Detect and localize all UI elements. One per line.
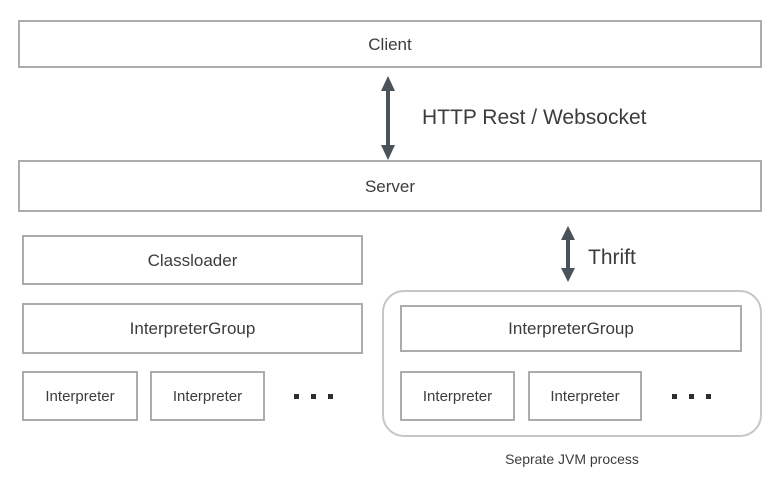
left-interpreter-box-1: Interpreter — [22, 371, 138, 421]
right-interpreter-box-2: Interpreter — [528, 371, 642, 421]
thrift-connector-label: Thrift — [588, 246, 636, 269]
right-interpreter-group-box: InterpreterGroup — [400, 305, 742, 352]
http-connector-label: HTTP Rest / Websocket — [422, 106, 647, 129]
server-label: Server — [364, 176, 416, 196]
classloader-box: Classloader — [22, 235, 363, 285]
http-arrow — [380, 76, 396, 165]
left-ellipsis-icon — [294, 391, 333, 401]
client-label: Client — [368, 34, 412, 54]
right-interpreter-group-label: InterpreterGroup — [508, 319, 634, 338]
thrift-arrow — [560, 226, 576, 287]
client-box: Client — [18, 20, 762, 68]
left-interpreter-group-label: InterpreterGroup — [129, 319, 256, 338]
right-ellipsis-icon — [672, 391, 711, 401]
left-interpreter-label-1: Interpreter — [45, 387, 115, 405]
jvm-process-caption: Seprate JVM process — [505, 451, 639, 467]
left-interpreter-label-2: Interpreter — [172, 387, 243, 405]
right-interpreter-label-1: Interpreter — [422, 387, 493, 405]
server-box: Server — [18, 160, 762, 212]
right-interpreter-box-1: Interpreter — [400, 371, 515, 421]
classloader-label: Classloader — [147, 250, 238, 270]
right-interpreter-label-2: Interpreter — [550, 387, 620, 405]
left-interpreter-group-box: InterpreterGroup — [22, 303, 363, 354]
left-interpreter-box-2: Interpreter — [150, 371, 265, 421]
